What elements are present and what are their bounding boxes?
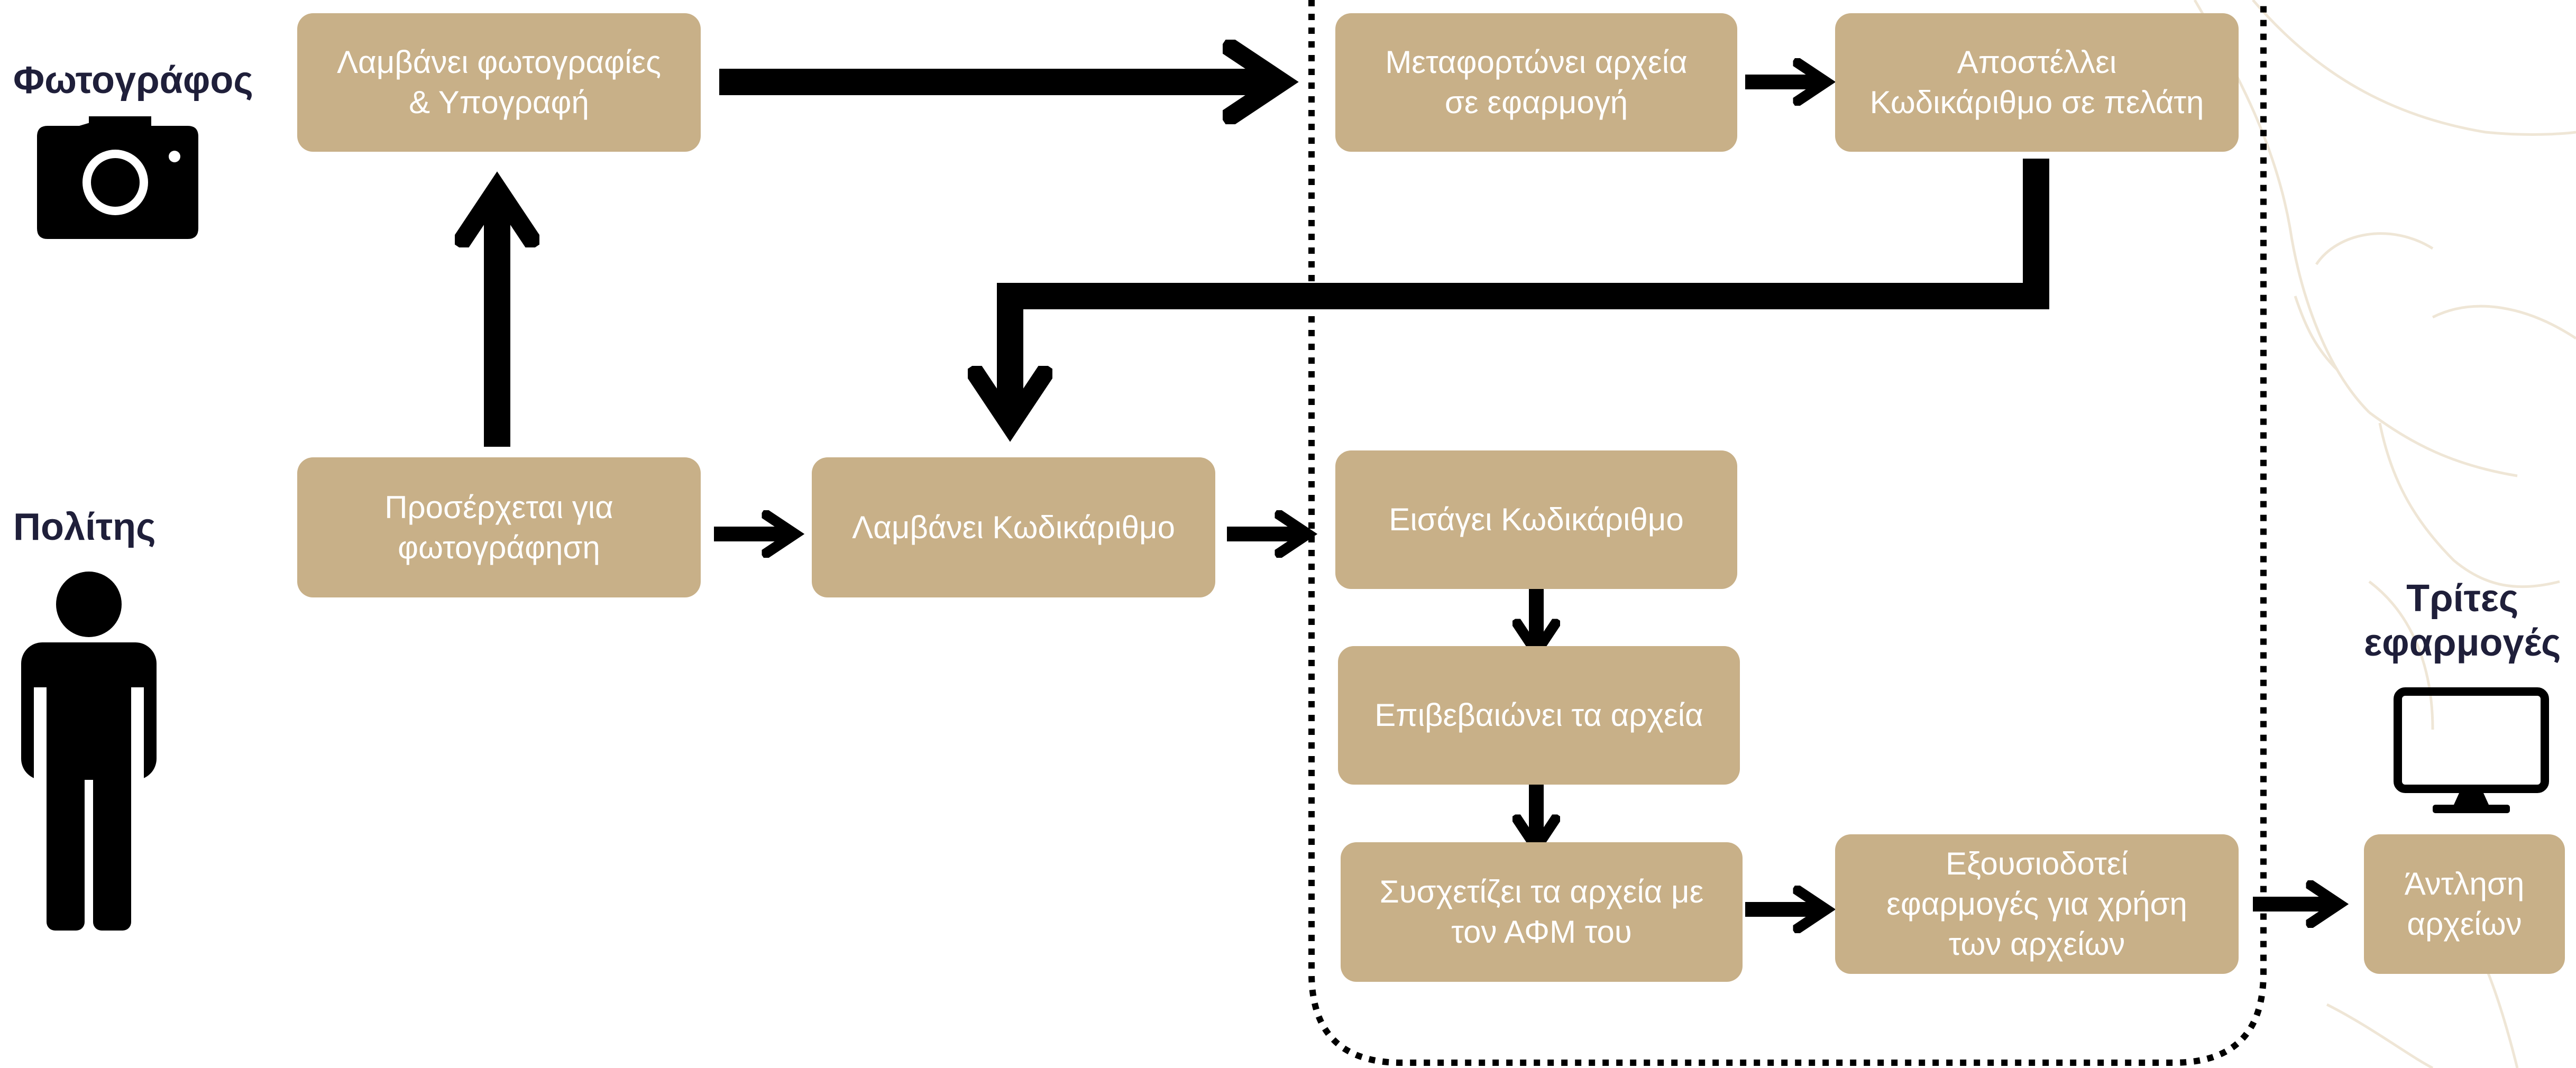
step-take-photos: Λαμβάνει φωτογραφίες & Υπογραφή <box>297 13 701 152</box>
step-retrieve-files: Άντληση αρχείων <box>2364 834 2565 974</box>
dotted-boundary <box>1308 0 2267 1066</box>
step-authorize-apps: Εξουσιοδοτεί εφαρμογές για χρήση των αρχ… <box>1835 834 2239 974</box>
person-icon <box>21 572 157 931</box>
monitor-icon <box>2394 687 2549 813</box>
actor-photographer-label: Φωτογράφος <box>13 59 253 102</box>
step-associate-files: Συσχετίζει τα αρχεία με τον ΑΦΜ του <box>1341 842 1743 982</box>
step-receive-code: Λαμβάνει Κωδικάριθμο <box>812 457 1215 597</box>
camera-icon <box>37 116 198 239</box>
step-confirm-files: Επιβεβαιώνει τα αρχεία <box>1338 646 1740 785</box>
step-upload-files: Μεταφορτώνει αρχεία σε εφαρμογή <box>1335 13 1737 152</box>
arrow-send-to-receive <box>1010 159 2049 412</box>
step-send-code: Αποστέλλει Κωδικάριθμο σε πελάτη <box>1835 13 2239 152</box>
step-enter-code: Εισάγει Κωδικάριθμο <box>1335 450 1737 589</box>
step-arrives: Προσέρχεται για φωτογράφηση <box>297 457 701 597</box>
actor-third-party-label: Τρίτες εφαρμογές <box>2364 577 2561 664</box>
actor-citizen-label: Πολίτης <box>13 506 156 548</box>
